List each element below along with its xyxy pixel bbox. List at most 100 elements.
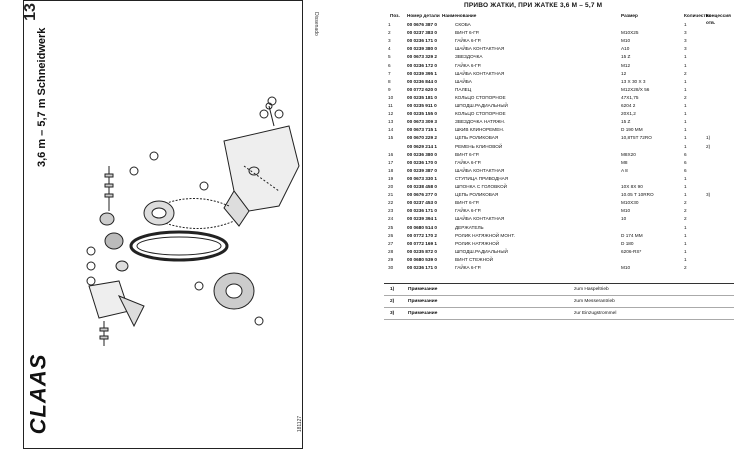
header-size: Размер bbox=[621, 13, 638, 18]
pos-cell: 12 bbox=[388, 111, 394, 117]
size-cell: A10 bbox=[621, 46, 630, 52]
part-number-cell: 00 0673 715 1 bbox=[407, 127, 437, 133]
part-number-cell: 00 0673 309 3 bbox=[407, 119, 437, 125]
qty-cell: 1 bbox=[684, 119, 687, 125]
pos-cell: 26 bbox=[388, 232, 394, 238]
size-cell: D 180 bbox=[621, 240, 634, 246]
qty-cell: 1 bbox=[684, 135, 687, 141]
part-number-cell: 00 0772 620 0 bbox=[407, 86, 437, 92]
pos-cell: 17 bbox=[388, 159, 394, 165]
part-number-cell: 00 0676 387 0 bbox=[407, 22, 437, 27]
qty-cell: 1 bbox=[684, 78, 687, 84]
name-cell: ШАЙБА КОНТАКТНАЯ bbox=[455, 70, 505, 76]
part-number-cell: 00 0236 172 0 bbox=[407, 62, 437, 68]
pos-cell: 9 bbox=[388, 86, 391, 92]
pos-cell: 13 bbox=[388, 119, 394, 125]
pos-cell: 22 bbox=[388, 200, 394, 206]
pos-cell: 28 bbox=[388, 248, 394, 254]
qty-cell: 2 bbox=[684, 94, 687, 100]
name-cell: ГАЙКА 6-ГР. bbox=[455, 265, 482, 270]
name-cell: ПАЛЕЦ bbox=[455, 86, 472, 92]
table-row: 23 00 0236 171 0 ГАЙКА 6-ГР. M10 2 bbox=[384, 208, 734, 215]
exploded-parts-diagram bbox=[86, 96, 300, 346]
size-cell: 10X 8X 90 bbox=[621, 184, 643, 189]
drawing-frame: 13 3,6 m – 5,7 m Schneidwerk CLAAS Disse… bbox=[22, 0, 319, 449]
part-number-cell: 00 0236 844 0 bbox=[407, 78, 437, 84]
note-value: zur Einzugstrommel bbox=[574, 311, 617, 316]
name-cell: СКОБА bbox=[455, 22, 471, 27]
name-cell: ШПОДШ.РАДИАЛЬНЫЙ bbox=[455, 248, 508, 254]
part-number-cell: 00 0236 171 0 bbox=[407, 208, 437, 214]
name-cell: ШПОНКА С ГОЛОВКОЙ bbox=[455, 184, 507, 189]
pos-cell: 4 bbox=[388, 46, 391, 52]
name-cell: ЗВЕЗДОЧКА НАТЯЖН. bbox=[455, 119, 506, 125]
section-title: 3,6 m – 5,7 m Schneidwerk bbox=[36, 27, 48, 167]
document-number: 181127 bbox=[297, 415, 304, 433]
header-part-number: Номер детали bbox=[407, 13, 440, 18]
size-cell: 20X1,2 bbox=[621, 111, 636, 117]
name-cell: ВИНТ 6-ГР. bbox=[455, 200, 480, 206]
pos-cell: 3 bbox=[388, 38, 391, 44]
note-key: 2) bbox=[390, 299, 395, 304]
qty-cell: 1 bbox=[684, 224, 687, 230]
pos-cell: 20 bbox=[388, 184, 394, 189]
part-number-cell: 00 0673 330 1 bbox=[407, 175, 437, 181]
qty-cell: 2 bbox=[684, 216, 687, 222]
qty-cell: 1 bbox=[684, 184, 687, 189]
name-cell: ШАЙБА КОНТАКТНАЯ bbox=[455, 216, 505, 222]
pos-cell: 24 bbox=[388, 216, 394, 222]
name-cell: ГАЙКА 6-ГР. bbox=[455, 208, 482, 214]
note-row: 1) Примечание zum Haspeltrieb bbox=[384, 284, 734, 296]
table-title: ПРИВО ЖАТКИ, ПРИ ЖАТКЕ 3,6 М – 5,7 М bbox=[464, 2, 603, 9]
pos-cell: 5 bbox=[388, 54, 391, 60]
pos-cell: 23 bbox=[388, 208, 394, 214]
name-cell: РЕМЕНЬ КЛИНОВОЙ bbox=[455, 143, 503, 149]
header-qty: Количество bbox=[684, 13, 712, 18]
name-cell: ГАЙКА 6-ГР. bbox=[455, 159, 482, 165]
size-cell: M10 bbox=[621, 208, 631, 214]
pos-cell: 15 bbox=[388, 135, 394, 141]
size-cell: 10 bbox=[621, 216, 627, 222]
size-cell: 10.05 T 10RRO bbox=[621, 192, 654, 198]
qty-cell: 2 bbox=[684, 208, 687, 214]
qty-cell: 1 bbox=[684, 175, 687, 181]
pos-cell: 19 bbox=[388, 175, 394, 181]
part-number-cell: 00 0239 387 0 bbox=[407, 167, 437, 173]
part-number-cell: 00 0235 155 0 bbox=[407, 111, 437, 117]
name-cell: ГАЙКА 6-ГР. bbox=[455, 62, 482, 68]
part-number-cell: 00 0676 277 0 bbox=[407, 192, 437, 198]
pos-cell: 6 bbox=[388, 62, 391, 68]
part-number-cell: 00 0772 169 1 bbox=[407, 240, 437, 246]
qty-cell: 3 bbox=[684, 30, 687, 36]
name-cell: ШПОДШ.РАДИАЛЬНЫЙ bbox=[455, 103, 508, 108]
name-cell: ШКИВ КЛИНОРЕМЕН. bbox=[455, 127, 505, 133]
part-number-cell: 00 0236 170 0 bbox=[407, 159, 437, 165]
pos-cell: 27 bbox=[388, 240, 394, 246]
name-cell: ШАЙБА КОНТАКТНАЯ bbox=[455, 46, 505, 52]
name-cell: ВИНТ 6-ГР. bbox=[455, 30, 480, 36]
part-number-cell: 00 0239 395 1 bbox=[407, 70, 437, 76]
header-name: Наименование bbox=[442, 13, 477, 18]
pos-cell: 11 bbox=[388, 103, 393, 108]
pos-cell: 25 bbox=[388, 224, 394, 230]
note-cell: 2) bbox=[706, 143, 711, 149]
pos-cell: 16 bbox=[388, 151, 394, 157]
name-cell: ЗВЕЗДОЧКА bbox=[455, 54, 483, 60]
qty-cell: 1 bbox=[684, 232, 687, 238]
part-number-cell: 00 0670 229 2 bbox=[407, 135, 437, 141]
qty-cell: 6 bbox=[684, 151, 687, 157]
size-cell: 6204 2 bbox=[621, 103, 636, 108]
size-cell: 10,8T5T 72RO bbox=[621, 135, 652, 141]
part-number-cell: 00 0238 458 0 bbox=[407, 184, 437, 189]
size-cell: M10 bbox=[621, 265, 631, 270]
part-number-cell: 00 0629 214 1 bbox=[407, 143, 437, 149]
